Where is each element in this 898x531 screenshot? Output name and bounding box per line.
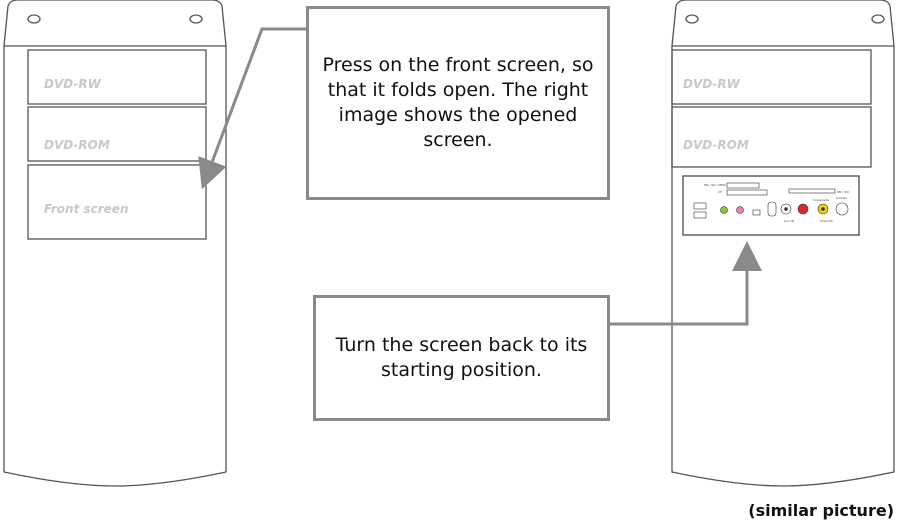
aux-in-jack-core [784, 207, 788, 211]
card-slot-cf [726, 189, 768, 196]
red-rca-jack [797, 203, 809, 215]
front-panel [682, 175, 860, 236]
left-bay-label-2: DVD-ROM [44, 138, 110, 152]
panel-label-cf: CF [718, 190, 722, 194]
callout-open-screen: Press on the front screen, so that it fo… [306, 6, 610, 200]
left-bay-2 [27, 106, 207, 162]
s-video-jack [835, 202, 849, 216]
panel-label-composite: Composite [813, 198, 829, 202]
panel-label-sm-xd: SM / XD [837, 190, 849, 194]
panel-label-video-in: Video IN [820, 219, 833, 223]
right-case-button-left [685, 14, 699, 24]
callout-open-screen-text: Press on the front screen, so that it fo… [322, 54, 594, 151]
right-bay-2 [671, 106, 872, 168]
left-case-button-right [189, 14, 203, 24]
left-bay-label-3: Front screen [44, 202, 129, 216]
similar-picture-caption: (similar picture) [748, 501, 894, 520]
usb-port-2 [693, 211, 707, 219]
left-pc-case [3, 0, 227, 487]
firewire-port [752, 209, 761, 216]
usb-port-1 [693, 202, 707, 210]
left-case-body [3, 46, 227, 487]
panel-label-ms-sd: MS / SD / MMC [704, 183, 726, 187]
left-bay-1 [27, 49, 207, 105]
right-bay-1 [671, 49, 872, 105]
right-case-button-right [871, 14, 885, 24]
front-panel-ports [693, 182, 849, 219]
arrow-to-opened-panel [610, 241, 762, 326]
microphone-jack [736, 206, 744, 214]
panel-label-aux-in: Aux IN [784, 219, 794, 223]
callout-close-screen-text: Turn the screen back to its starting pos… [335, 334, 588, 381]
right-bay-label-1: DVD-RW [683, 77, 741, 91]
card-slot-sm-xd [788, 188, 836, 194]
card-slot-ms-sd [726, 182, 760, 189]
composite-jack-core [821, 207, 825, 211]
callout-close-screen: Turn the screen back to its starting pos… [313, 295, 610, 421]
panel-label-s-video: S-Video [836, 196, 847, 200]
headphone-jack [720, 206, 728, 214]
right-pc-case [671, 0, 895, 487]
left-bay-3 [27, 164, 207, 240]
left-case-top [3, 0, 227, 47]
firewire-port-2 [767, 201, 777, 217]
left-bay-label-1: DVD-RW [44, 77, 102, 91]
right-case-body [671, 46, 895, 487]
right-bay-label-2: DVD-ROM [683, 138, 749, 152]
left-case-button-left [27, 14, 41, 24]
arrow-to-front-screen [198, 27, 306, 190]
right-case-top [671, 0, 895, 47]
